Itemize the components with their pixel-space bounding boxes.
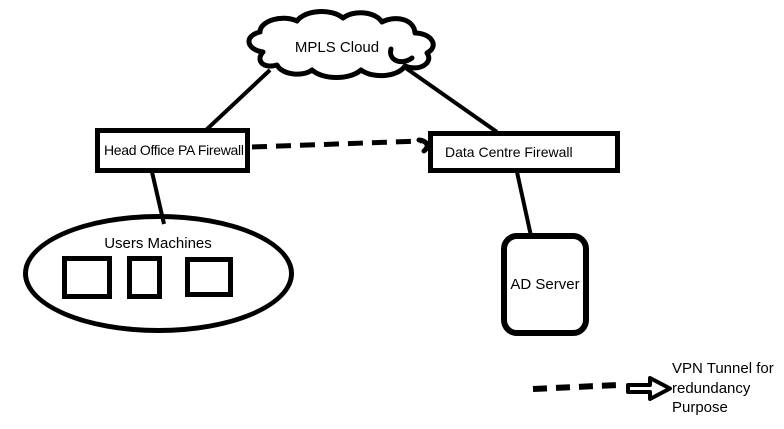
legend-caption-line: redundancy <box>672 379 751 397</box>
legend-block-arrow-icon <box>626 376 672 401</box>
users-machines-label: Users Machines <box>104 235 212 252</box>
head-office-firewall-node: Head Office PA Firewall <box>95 128 250 173</box>
machine-square <box>185 257 233 297</box>
legend-caption-line: VPN Tunnel for <box>672 360 774 377</box>
machine-square <box>127 256 162 299</box>
ad-server-node: AD Server <box>501 233 589 336</box>
users-machines-group <box>23 214 294 333</box>
ad-server-label: AD Server <box>510 276 580 293</box>
cloud-label: MPLS Cloud <box>294 39 380 56</box>
data-centre-firewall-node: Data Centre Firewall <box>428 131 620 173</box>
legend-caption: VPN Tunnel for redundancy Purpose <box>672 359 784 418</box>
vpn-tunnel-dashed-line <box>251 138 422 150</box>
link-cloud-to-data-centre <box>398 62 499 134</box>
cloud-shape <box>246 9 436 80</box>
data-centre-firewall-label: Data Centre Firewall <box>445 144 573 160</box>
cloud-squiggle <box>388 46 415 65</box>
legend-caption-line: Purpose <box>672 399 728 416</box>
link-cloud-to-head-office <box>203 68 272 133</box>
head-office-firewall-label: Head Office PA Firewall <box>104 142 244 158</box>
machine-square <box>62 256 112 299</box>
link-data-centre-to-ad-server <box>515 171 533 237</box>
vpn-tunnel-line-hook <box>416 137 430 154</box>
legend-dashed-line <box>532 382 619 392</box>
